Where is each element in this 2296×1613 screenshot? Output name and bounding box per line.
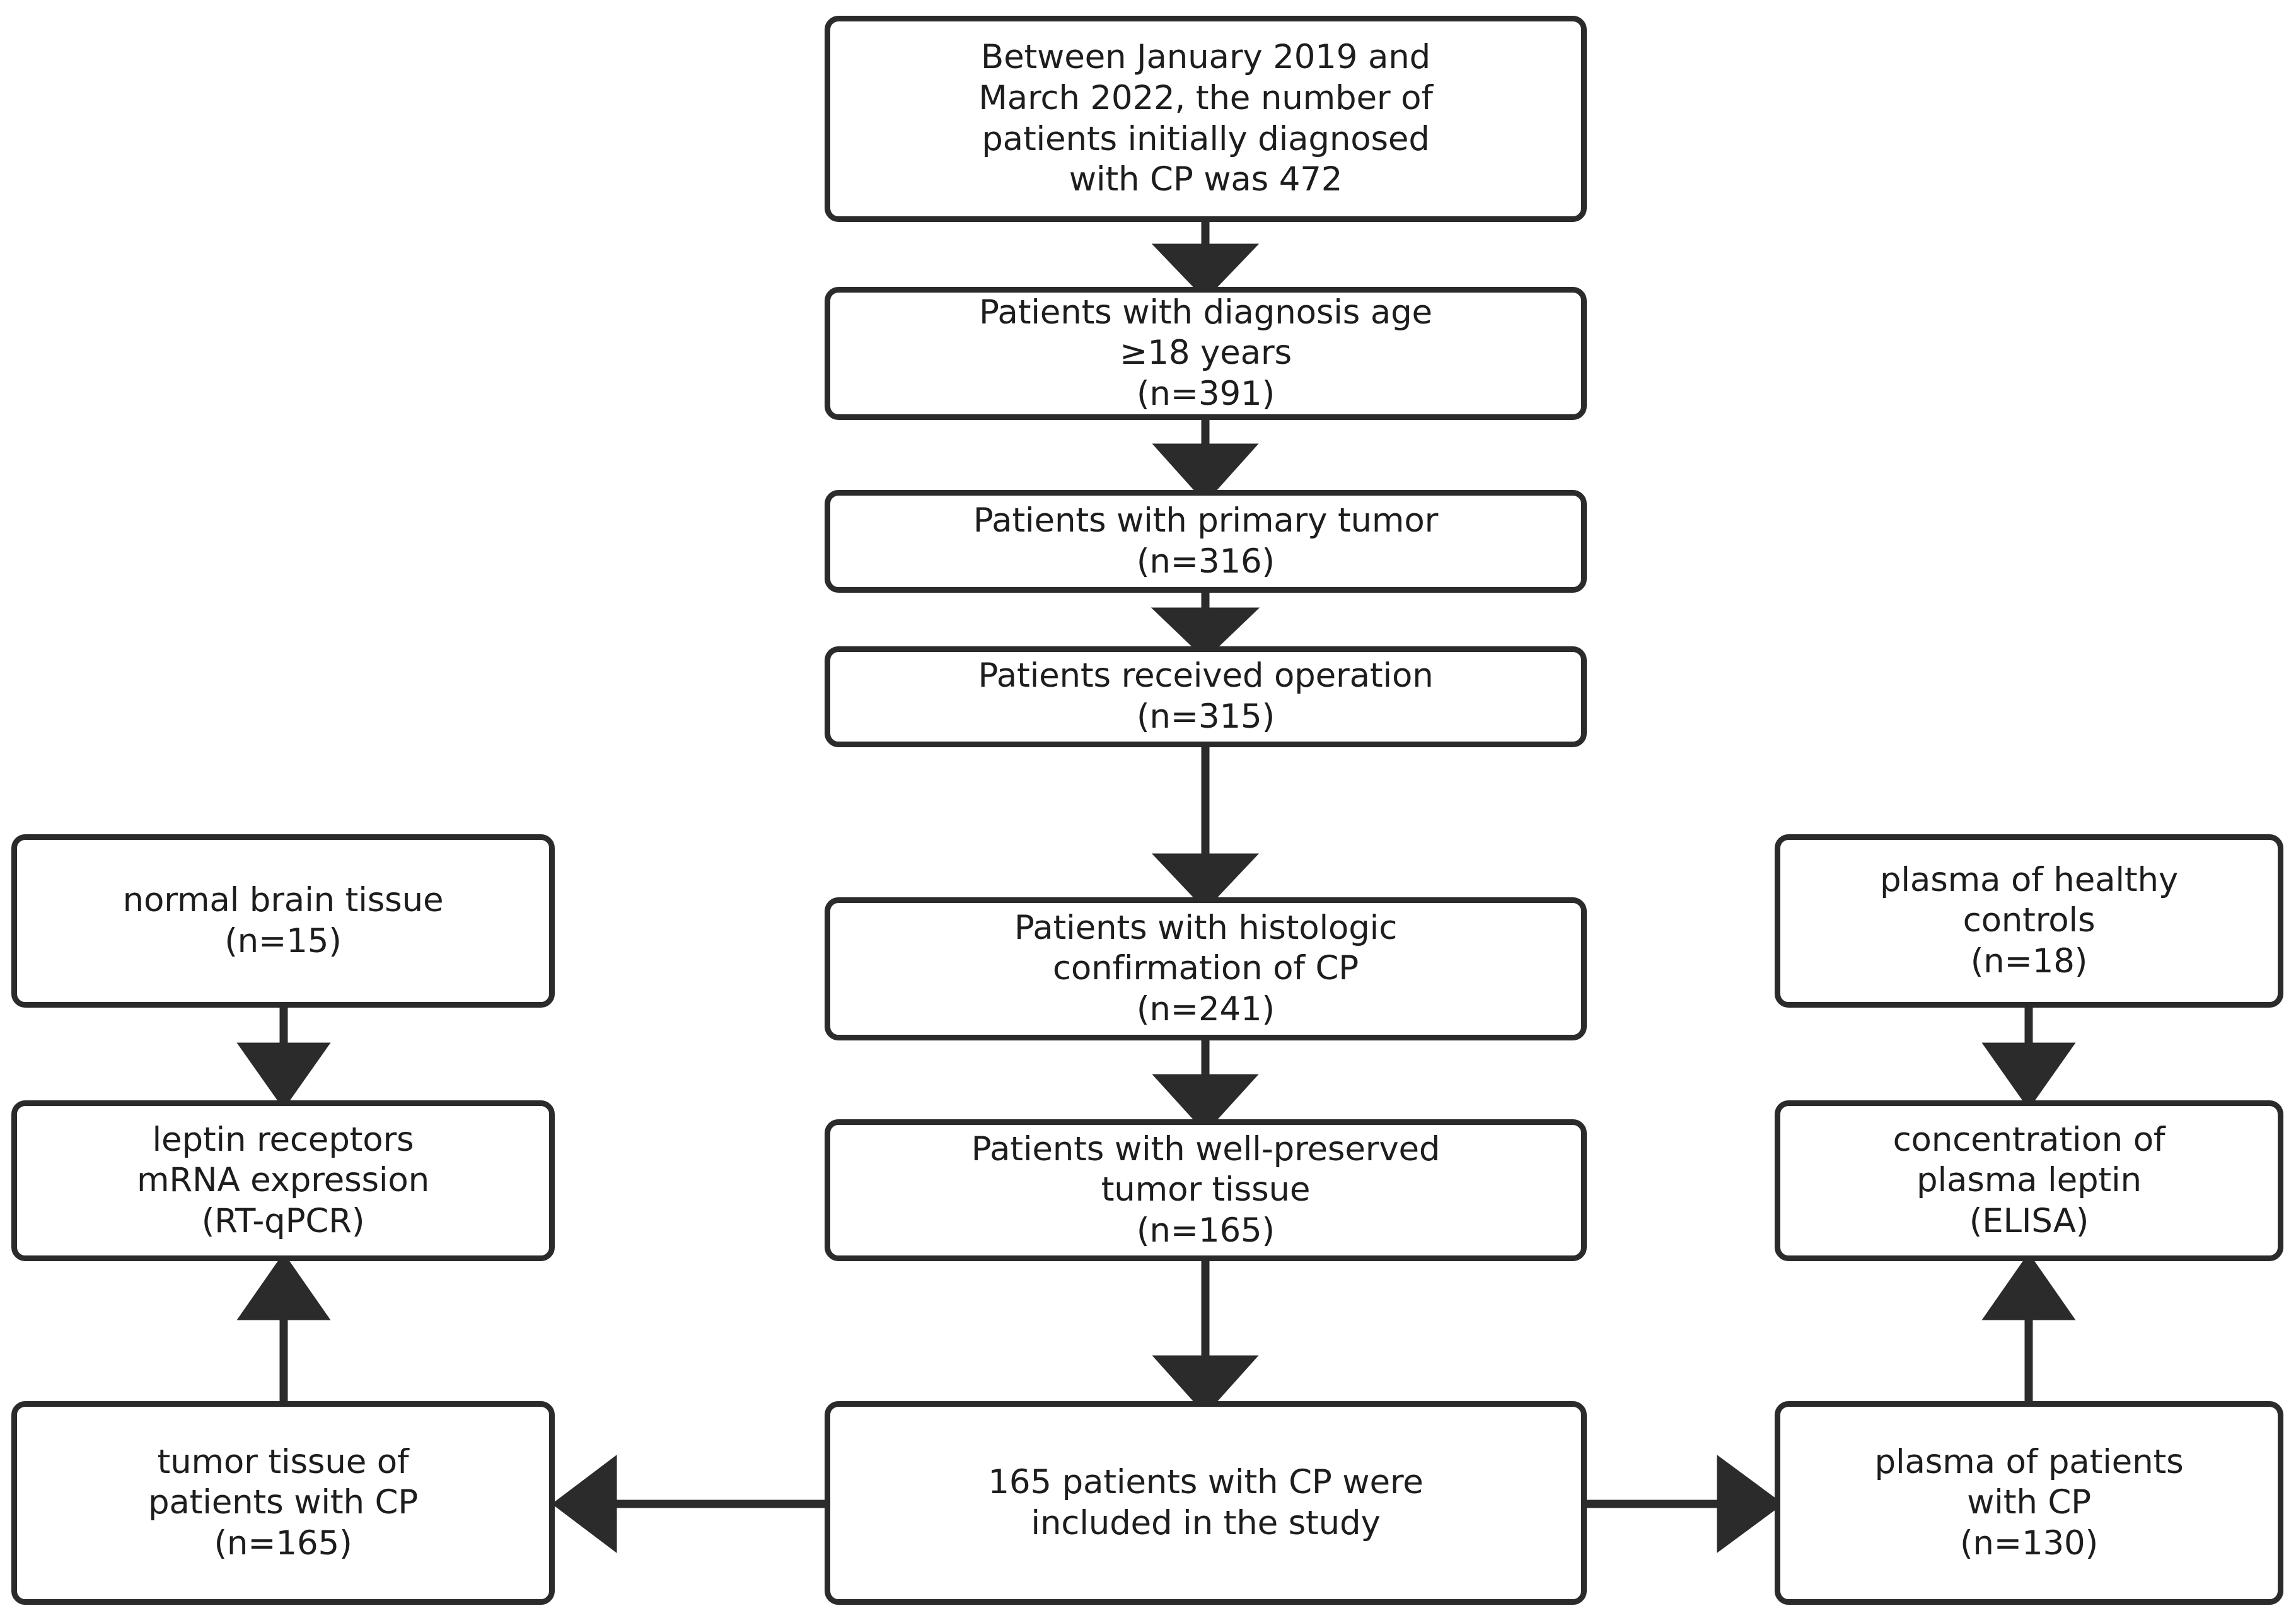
- node-age-filter-label: Patients with diagnosis age ≥18 years (n…: [979, 293, 1432, 413]
- node-age-filter[interactable]: Patients with diagnosis age ≥18 years (n…: [825, 287, 1587, 420]
- node-leptin-receptor-mrna-label: leptin receptors mRNA expression (RT-qPC…: [136, 1120, 430, 1240]
- node-plasma-patients-cp-label: plasma of patients with CP (n=130): [1874, 1442, 2184, 1563]
- node-primary-tumor-label: Patients with primary tumor (n=316): [973, 501, 1439, 581]
- edge-tumor-tissue-to-leptin: [236, 1252, 331, 1401]
- edge-primary-to-operation: [1151, 593, 1260, 660]
- node-leptin-receptor-mrna[interactable]: leptin receptors mRNA expression (RT-qPC…: [11, 1100, 555, 1261]
- node-included-in-study[interactable]: 165 patients with CP were included in th…: [825, 1401, 1587, 1605]
- node-tumor-tissue-cp-label: tumor tissue of patients with CP (n=165): [148, 1442, 419, 1563]
- node-plasma-healthy-controls[interactable]: plasma of healthy controls (n=18): [1775, 834, 2283, 1008]
- node-primary-tumor[interactable]: Patients with primary tumor (n=316): [825, 490, 1587, 593]
- node-normal-brain-tissue-label: normal brain tissue (n=15): [122, 880, 444, 960]
- node-histologic-confirmation-label: Patients with histologic confirmation of…: [1014, 908, 1398, 1028]
- edge-healthy-controls-to-concentration: [1981, 1008, 2076, 1110]
- node-well-preserved-tissue-label: Patients with well-preserved tumor tissu…: [971, 1129, 1441, 1250]
- node-plasma-leptin-concentration[interactable]: concentration of plasma leptin (ELISA): [1775, 1100, 2283, 1261]
- edge-included-to-plasma-patients: [1587, 1455, 1783, 1553]
- node-received-operation[interactable]: Patients received operation (n=315): [825, 646, 1587, 747]
- node-tumor-tissue-cp[interactable]: tumor tissue of patients with CP (n=165): [11, 1401, 555, 1605]
- edge-normal-brain-to-leptin: [236, 1008, 331, 1110]
- node-included-in-study-label: 165 patients with CP were included in th…: [988, 1462, 1423, 1542]
- node-plasma-patients-cp[interactable]: plasma of patients with CP (n=130): [1775, 1401, 2283, 1605]
- edge-histologic-to-preserved: [1152, 1040, 1259, 1133]
- node-well-preserved-tissue[interactable]: Patients with well-preserved tumor tissu…: [825, 1119, 1587, 1261]
- edge-operation-to-histologic: [1151, 747, 1260, 911]
- edge-age-to-primary: [1152, 420, 1259, 503]
- node-plasma-healthy-controls-label: plasma of healthy controls (n=18): [1879, 860, 2179, 981]
- node-histologic-confirmation[interactable]: Patients with histologic confirmation of…: [825, 897, 1587, 1040]
- edge-included-to-tumor-tissue: [552, 1454, 825, 1554]
- node-received-operation-label: Patients received operation (n=315): [978, 656, 1434, 736]
- edge-preserved-to-included: [1152, 1261, 1259, 1415]
- node-initial-diagnosis-label: Between January 2019 and March 2022, the…: [978, 38, 1433, 199]
- node-initial-diagnosis[interactable]: Between January 2019 and March 2022, the…: [825, 16, 1587, 222]
- node-normal-brain-tissue[interactable]: normal brain tissue (n=15): [11, 834, 555, 1008]
- node-plasma-leptin-concentration-label: concentration of plasma leptin (ELISA): [1893, 1120, 2166, 1240]
- edge-plasma-patients-to-concentration: [1981, 1252, 2076, 1401]
- edge-initial-to-age: [1151, 222, 1260, 300]
